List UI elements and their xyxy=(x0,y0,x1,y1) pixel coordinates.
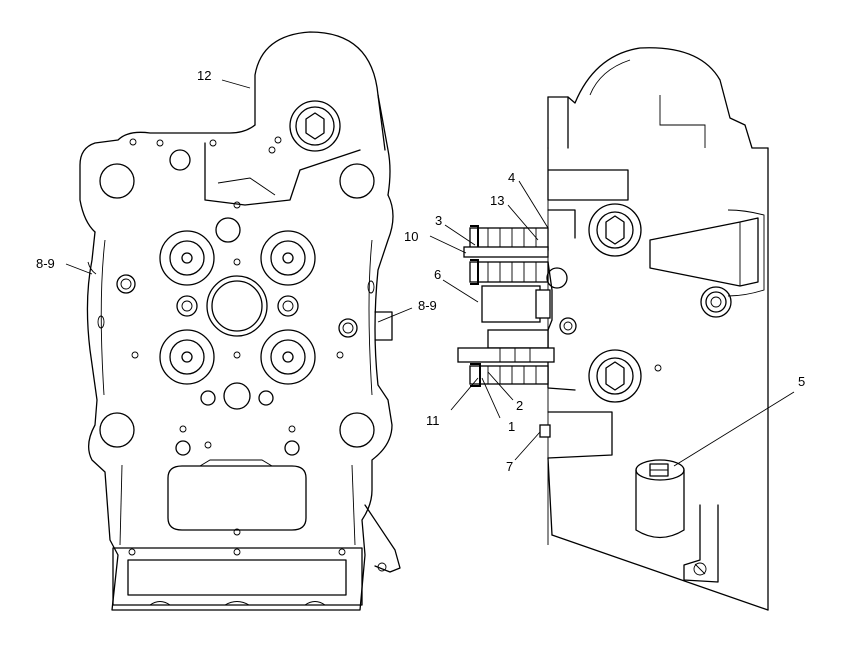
left-side-fittings xyxy=(87,261,393,341)
callout-8-9-left: 8-9 xyxy=(36,256,55,271)
callout-3: 3 xyxy=(435,213,442,228)
part-7 xyxy=(539,424,551,438)
leader-lines xyxy=(65,79,795,467)
callout-5: 5 xyxy=(798,374,805,389)
callout-labels: 12 8-9 8-9 4 13 3 10 6 11 2 1 7 5 xyxy=(36,68,805,474)
callout-2: 2 xyxy=(516,398,523,413)
callout-4: 4 xyxy=(508,170,515,185)
callout-10: 10 xyxy=(404,229,418,244)
part-12-cover xyxy=(289,100,341,152)
callout-13: 13 xyxy=(490,193,504,208)
pump-pockets xyxy=(159,230,316,385)
lower-valve-stack xyxy=(457,329,555,387)
callout-6: 6 xyxy=(434,267,441,282)
callout-8-9-right: 8-9 xyxy=(418,298,437,313)
callout-1: 1 xyxy=(508,419,515,434)
side-section-housing xyxy=(547,47,769,611)
front-view-housing xyxy=(79,31,401,611)
upper-valve-stack xyxy=(463,225,568,289)
middle-plug xyxy=(481,285,551,323)
callout-11: 11 xyxy=(426,413,440,428)
callout-7: 7 xyxy=(506,459,513,474)
callout-12: 12 xyxy=(197,68,211,83)
